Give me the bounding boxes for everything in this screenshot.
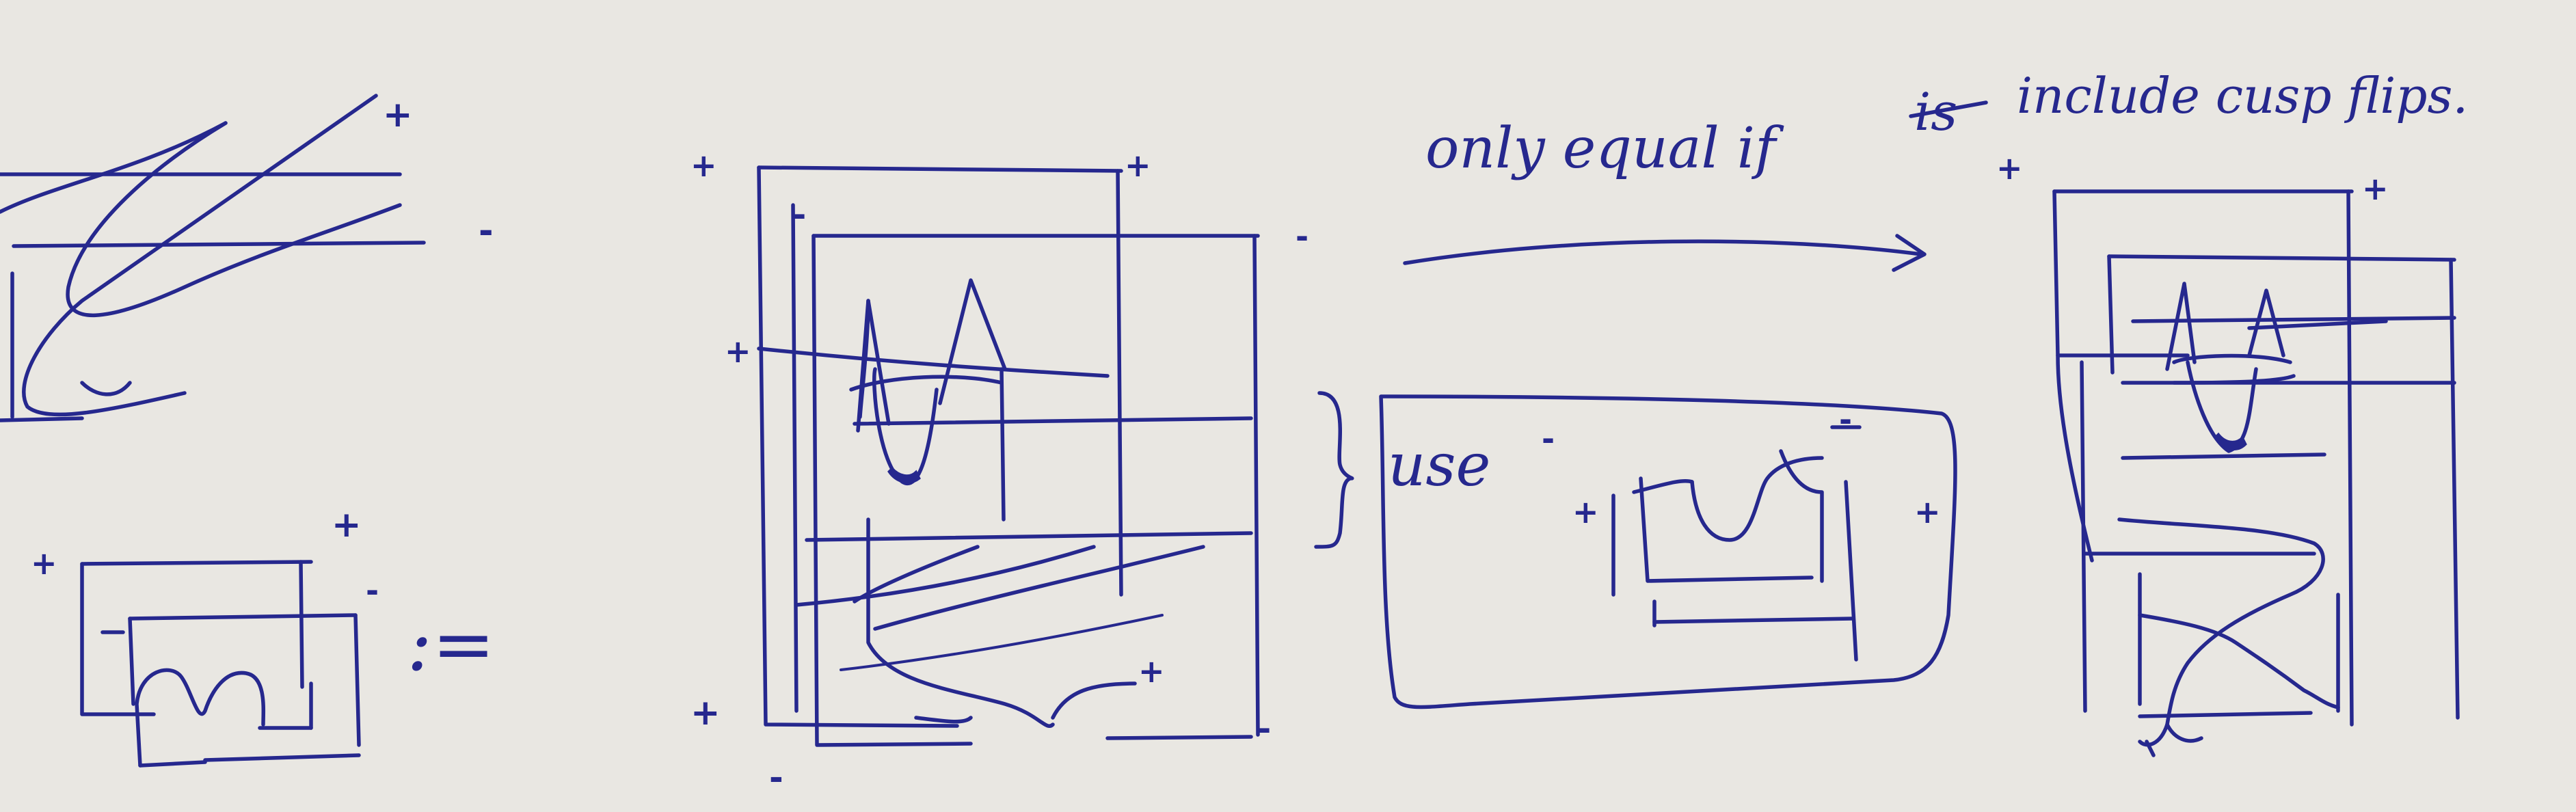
front-projection-scribble [0,94,426,422]
sign-minus: - [1542,420,1555,457]
large-front-diagram [757,165,1260,747]
sign-plus: + [1572,493,1599,530]
sign-plus: + [1138,653,1165,690]
transform-arrow [1403,234,1927,272]
sign-minus: - [479,211,494,252]
sign-plus: + [383,94,413,135]
sign-plus: + [1996,150,2023,187]
note-text: only equal if [1425,116,1784,181]
sign-minus: - [366,572,379,609]
sign-minus: - [793,196,806,233]
sign-plus: + [332,504,362,545]
definition-diagram [80,560,361,768]
use-label: use [1388,431,1490,500]
sign-minus: - [1296,218,1309,255]
sign-plus: + [2362,170,2389,207]
sign-minus: - [769,758,783,798]
sign-plus: + [31,545,57,582]
sign-plus: + [690,147,717,184]
curly-brace [1314,391,1354,549]
sign-plus: + [1125,147,1151,184]
sign-minus: - [1839,401,1852,438]
result-front-diagram [2052,189,2460,757]
sign-plus: + [1914,493,1941,530]
sign-plus: + [690,692,721,733]
note-text-continued: include cusp flips. [2017,67,2468,124]
sign-minus: - [1258,710,1271,747]
struck-word: is [1909,81,1988,142]
sign-plus: + [725,333,751,370]
definition-symbol: := [407,600,495,688]
use-box [1379,394,1957,709]
